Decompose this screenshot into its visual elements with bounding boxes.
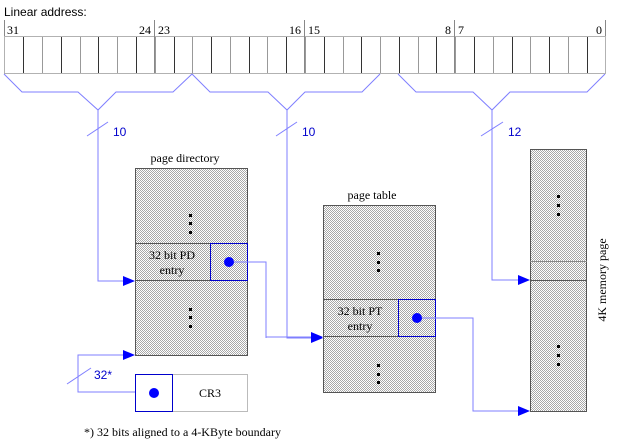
memory-page-title: 4K memory page [595, 238, 609, 321]
memory-page-ellipsis-bottom [557, 345, 560, 366]
offset-width-label: 12 [508, 125, 522, 139]
pd-entry-pointer-dot [224, 257, 234, 267]
cr3-pointer-dot [149, 388, 159, 398]
bit-label-8: 8 [445, 23, 451, 37]
bit-label-24: 24 [139, 23, 151, 37]
table-width-slash [275, 121, 298, 137]
bit-label-16: 16 [289, 23, 301, 37]
offset-path: 12 [480, 110, 530, 285]
pt-entry-line2: entry [348, 319, 373, 333]
linear-address-title: Linear address: [4, 5, 87, 19]
memory-page: 4K memory page [530, 149, 609, 412]
cr3-pointer-box [135, 374, 173, 412]
pt-entry-to-memory-page [422, 317, 530, 416]
pd-entry-line1: 32 bit PD [149, 248, 195, 262]
directory-arrow [97, 110, 135, 286]
bit-cells [23, 37, 588, 73]
brace-offset [397, 73, 606, 111]
offset-width-slash [480, 121, 504, 137]
page-directory-ellipsis-top [189, 214, 192, 234]
table-index-path: 10 [275, 110, 323, 343]
page-table-title: page table [348, 188, 397, 202]
page-directory-ellipsis-bottom [189, 308, 192, 328]
footnote: *) 32 bits aligned to a 4-KByte boundary [84, 425, 281, 439]
cr3-register: 32* CR3 [66, 367, 248, 412]
pt-entry-pointer-dot [412, 313, 422, 323]
page-directory: page directory 32 bit PD entry [135, 151, 248, 356]
directory-width-label: 10 [113, 125, 127, 139]
offset-arrow [491, 110, 530, 285]
field-braces [3, 73, 606, 111]
cr3-to-page-directory [77, 350, 154, 393]
table-arrow [286, 110, 323, 343]
bit-label-15: 15 [308, 23, 320, 37]
page-table-ellipsis-bottom [377, 364, 380, 384]
pd-entry-to-page-table [234, 261, 323, 342]
linear-address-register: 31 24 23 16 15 8 7 0 [4, 20, 606, 74]
pd-entry-line2: entry [160, 263, 185, 277]
bit-label-23: 23 [158, 23, 170, 37]
brace-table [191, 73, 381, 111]
bit-label-31: 31 [7, 23, 19, 37]
memory-page-ellipsis-top [557, 195, 560, 216]
cr3-label: CR3 [199, 386, 221, 400]
brace-directory [3, 73, 193, 111]
page-table: page table 32 bit PT entry [323, 188, 436, 393]
pt-entry-line1: 32 bit PT [338, 304, 383, 318]
page-table-ellipsis-top [377, 252, 380, 272]
cr3-width-label: 32* [94, 368, 112, 382]
bit-label-0: 0 [596, 23, 602, 37]
bit-label-7: 7 [458, 23, 464, 37]
directory-index-path: 10 [86, 110, 135, 286]
page-directory-title: page directory [151, 151, 220, 165]
directory-width-slash [86, 121, 109, 137]
pointer-lines [77, 261, 530, 416]
cr3-width-slash [66, 367, 92, 385]
table-width-label: 10 [302, 125, 316, 139]
